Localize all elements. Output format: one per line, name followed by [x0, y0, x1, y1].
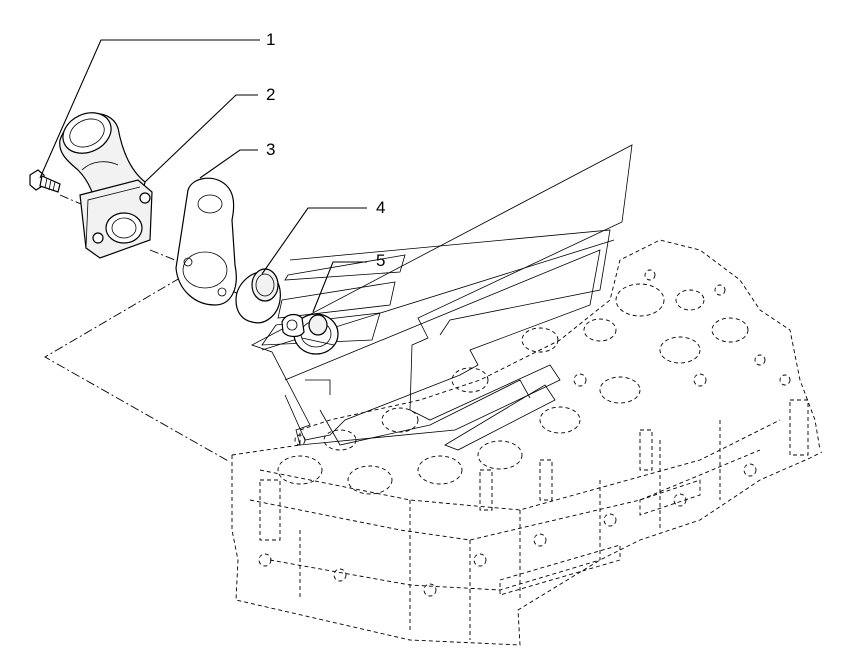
leader-line-2	[144, 94, 258, 183]
callout-3: 3	[266, 140, 275, 159]
callout-5: 5	[376, 251, 385, 270]
thermostat-part	[281, 313, 339, 355]
gasket-part	[175, 177, 237, 306]
callout-labels: 1 2 3 4 5	[266, 30, 385, 270]
seal-ring-part	[235, 268, 281, 324]
leader-line-5	[312, 261, 367, 313]
bolt-part	[29, 169, 61, 193]
callout-4: 4	[376, 198, 385, 217]
mounting-flange-outline	[251, 144, 633, 451]
leader-line-4	[261, 207, 367, 275]
leader-line-1	[39, 39, 260, 179]
leader-line-3	[199, 149, 258, 179]
thermostat-housing-part	[59, 112, 153, 259]
leader-lines	[39, 39, 367, 313]
cylinder-head-outline	[231, 239, 823, 646]
callout-1: 1	[266, 30, 275, 49]
callout-2: 2	[266, 85, 275, 104]
